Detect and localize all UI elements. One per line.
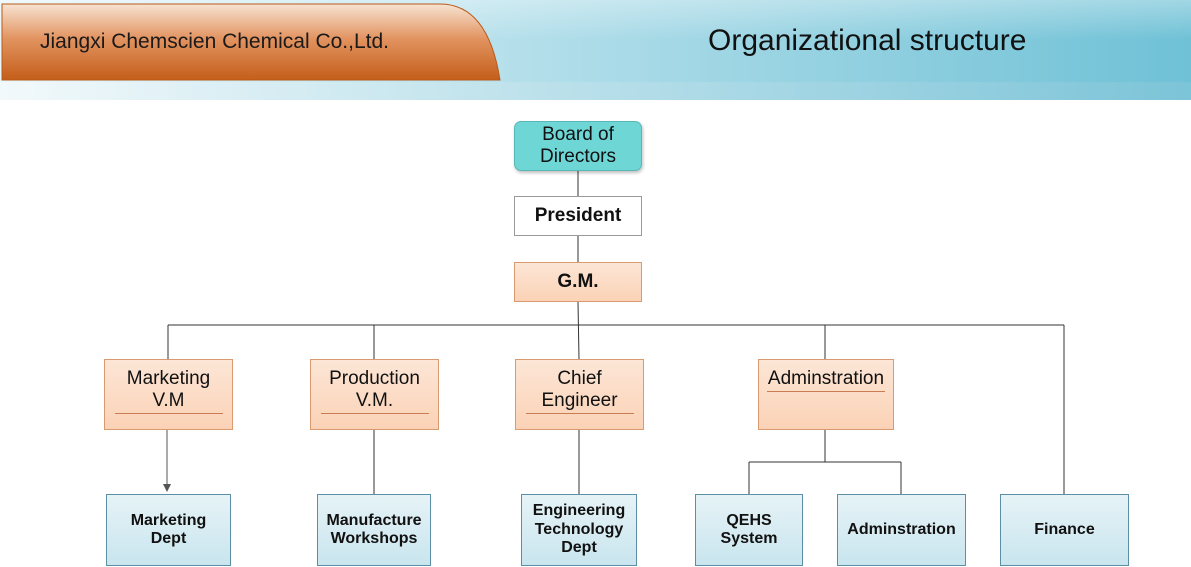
marketing-dept-label: Marketing Dept — [130, 511, 207, 547]
administration-exec-label: Adminstration — [767, 368, 885, 392]
header-banner: Jiangxi Chemscien Chemical Co.,Ltd. Orga… — [0, 0, 1191, 100]
administration-dept-label: Adminstration — [847, 520, 956, 538]
page-title: Organizational structure — [708, 24, 1027, 57]
manufacture-workshops-box: Manufacture Workshops — [317, 494, 431, 566]
production-vm-label: Production V.M. — [320, 368, 429, 414]
production-vm-box: Production V.M. — [310, 359, 439, 430]
board-of-directors-box: Board of Directors — [514, 121, 642, 171]
engineering-technology-dept-label: Engineering Technology Dept — [532, 502, 626, 557]
qehs-system-box: QEHS System — [695, 494, 803, 566]
header-background — [0, 0, 1191, 100]
finance-label: Finance — [1034, 520, 1095, 538]
finance-box: Finance — [1000, 494, 1129, 566]
marketing-vm-label: Marketing V.M — [114, 368, 223, 414]
general-manager-box: G.M. — [514, 262, 642, 302]
administration-dept-box: Adminstration — [837, 494, 966, 566]
president-label: President — [534, 205, 622, 227]
marketing-dept-box: Marketing Dept — [106, 494, 231, 566]
engineering-technology-dept-box: Engineering Technology Dept — [521, 494, 637, 566]
general-manager-label: G.M. — [557, 271, 599, 293]
manufacture-workshops-label: Manufacture Workshops — [326, 511, 422, 547]
president-box: President — [514, 196, 642, 236]
board-of-directors-label: Board of Directors — [539, 124, 616, 167]
administration-exec-box: Adminstration — [758, 359, 894, 430]
chief-engineer-label: Chief Engineer — [525, 368, 634, 414]
company-name: Jiangxi Chemscien Chemical Co.,Ltd. — [40, 30, 389, 53]
chief-engineer-box: Chief Engineer — [515, 359, 644, 430]
qehs-system-label: QEHS System — [720, 511, 778, 547]
marketing-vm-box: Marketing V.M — [104, 359, 233, 430]
